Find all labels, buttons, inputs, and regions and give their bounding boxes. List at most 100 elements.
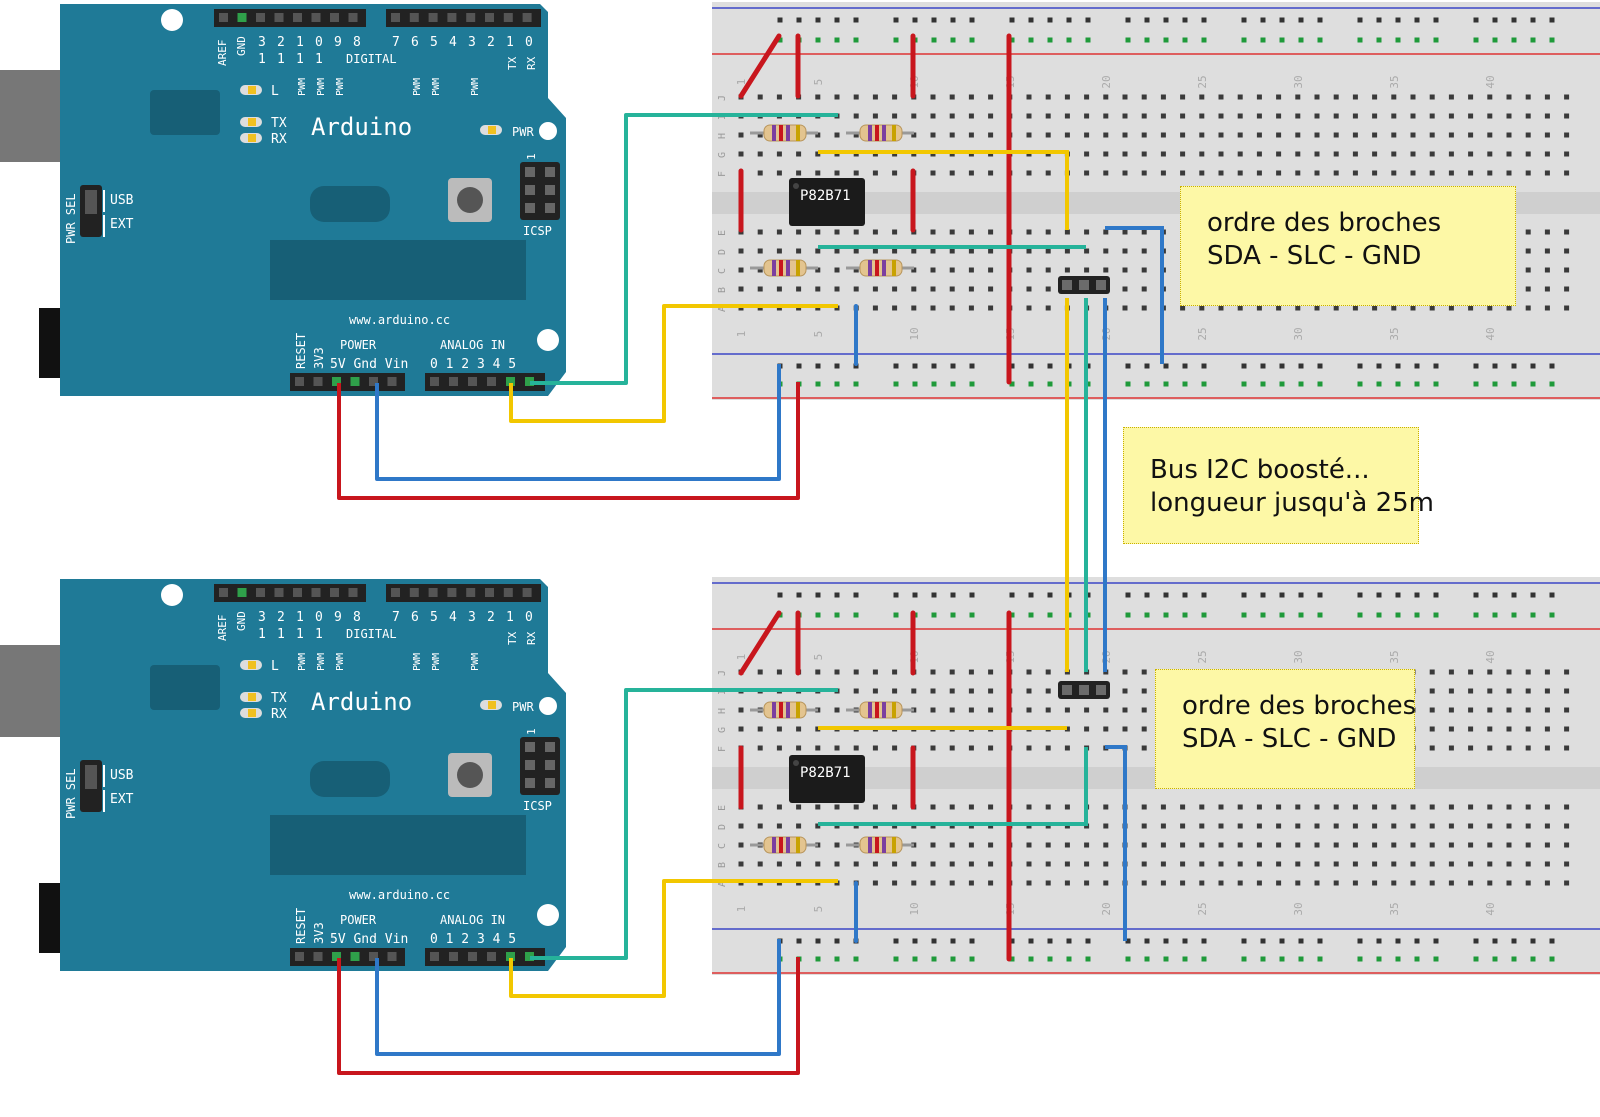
hole [1429, 170, 1435, 176]
hole [815, 151, 821, 157]
rail-hole [1414, 17, 1420, 23]
pin-number: 0 [525, 610, 533, 625]
rail-hole [1298, 363, 1304, 369]
rail-hole [796, 17, 802, 23]
hole [930, 861, 936, 867]
rail-hole [1241, 592, 1247, 598]
rail-hole [1182, 37, 1188, 43]
pin-number: 7 [392, 35, 400, 50]
hole [1487, 726, 1493, 732]
hole [1506, 113, 1512, 119]
pwm-label: PWM [431, 653, 442, 671]
rail-hole [1125, 612, 1131, 618]
hole [1122, 707, 1128, 713]
hole [1544, 745, 1550, 751]
header-pin [487, 952, 496, 961]
hole [988, 707, 994, 713]
hole [1141, 286, 1147, 292]
rail-hole [1144, 381, 1150, 387]
hole [949, 267, 955, 273]
hole [1468, 707, 1474, 713]
hole [930, 113, 936, 119]
rail-hole [1009, 363, 1015, 369]
rail-hole [1279, 381, 1285, 387]
rail-hole [853, 37, 859, 43]
ext-label: EXT [110, 217, 134, 232]
row-letter: H [717, 708, 728, 714]
header-pin [311, 588, 321, 597]
rail-hole [1473, 381, 1479, 387]
hole [949, 229, 955, 235]
rail-hole [1357, 592, 1363, 598]
pin-number: 2 [487, 610, 495, 625]
header-pin [330, 588, 339, 597]
hole [988, 94, 994, 100]
hole [1256, 151, 1262, 157]
hole [1544, 305, 1550, 311]
hole [1026, 113, 1032, 119]
hole [796, 286, 802, 292]
hole [949, 132, 955, 138]
jumper-cap [85, 765, 97, 789]
rail-hole [1182, 612, 1188, 618]
pin-order-note-top: ordre des broches SDA - SLC - GND [1180, 186, 1516, 306]
hole [1429, 842, 1435, 848]
hole [1525, 726, 1531, 732]
hole [1448, 94, 1454, 100]
power-pins-label: 5V Gnd Vin [330, 357, 408, 372]
header-pin [332, 377, 341, 386]
hole [1564, 745, 1570, 751]
hole [1026, 861, 1032, 867]
hole [1506, 151, 1512, 157]
rail-hole [1376, 37, 1382, 43]
hole [1468, 132, 1474, 138]
rail-hole [950, 592, 956, 598]
rail-hole [969, 938, 975, 944]
rail-hole [969, 956, 975, 962]
pin-number: 1 [506, 35, 514, 50]
hole [1064, 132, 1070, 138]
hole [1468, 880, 1474, 886]
rail-hole [1163, 37, 1169, 43]
rail-hole [1163, 956, 1169, 962]
hole [1026, 804, 1032, 810]
rail-hole [834, 612, 840, 618]
pwm-label: PWM [412, 78, 423, 96]
hole [1487, 113, 1493, 119]
icsp-pin [545, 778, 555, 788]
hole [1084, 229, 1090, 235]
hole [853, 286, 859, 292]
hole [1314, 823, 1320, 829]
hole [949, 305, 955, 311]
hole [1333, 842, 1339, 848]
hole [930, 248, 936, 254]
hole [988, 842, 994, 848]
aref-label: AREF [216, 40, 229, 67]
rail-hole [1395, 363, 1401, 369]
hole [872, 286, 878, 292]
rail-hole [1433, 956, 1439, 962]
pin-number: 9 [334, 610, 342, 625]
hole [1352, 804, 1358, 810]
rail-hole [969, 381, 975, 387]
pin-number: 3 [468, 610, 476, 625]
hole [738, 132, 744, 138]
hole [1256, 170, 1262, 176]
row-letter: D [717, 249, 728, 255]
hole [1199, 861, 1205, 867]
rail-hole [1163, 363, 1169, 369]
rail-hole [1241, 938, 1247, 944]
pwr-sel-label: PWR SEL [64, 193, 78, 244]
hole [1141, 113, 1147, 119]
hole [1468, 745, 1474, 751]
hole [1352, 94, 1358, 100]
rail-hole [1549, 381, 1555, 387]
hole [1141, 842, 1147, 848]
hole [1391, 113, 1397, 119]
hole [1468, 669, 1474, 675]
hole [1525, 745, 1531, 751]
hole [1295, 823, 1301, 829]
hole [872, 248, 878, 254]
header-pin [485, 13, 494, 22]
hole [1352, 305, 1358, 311]
